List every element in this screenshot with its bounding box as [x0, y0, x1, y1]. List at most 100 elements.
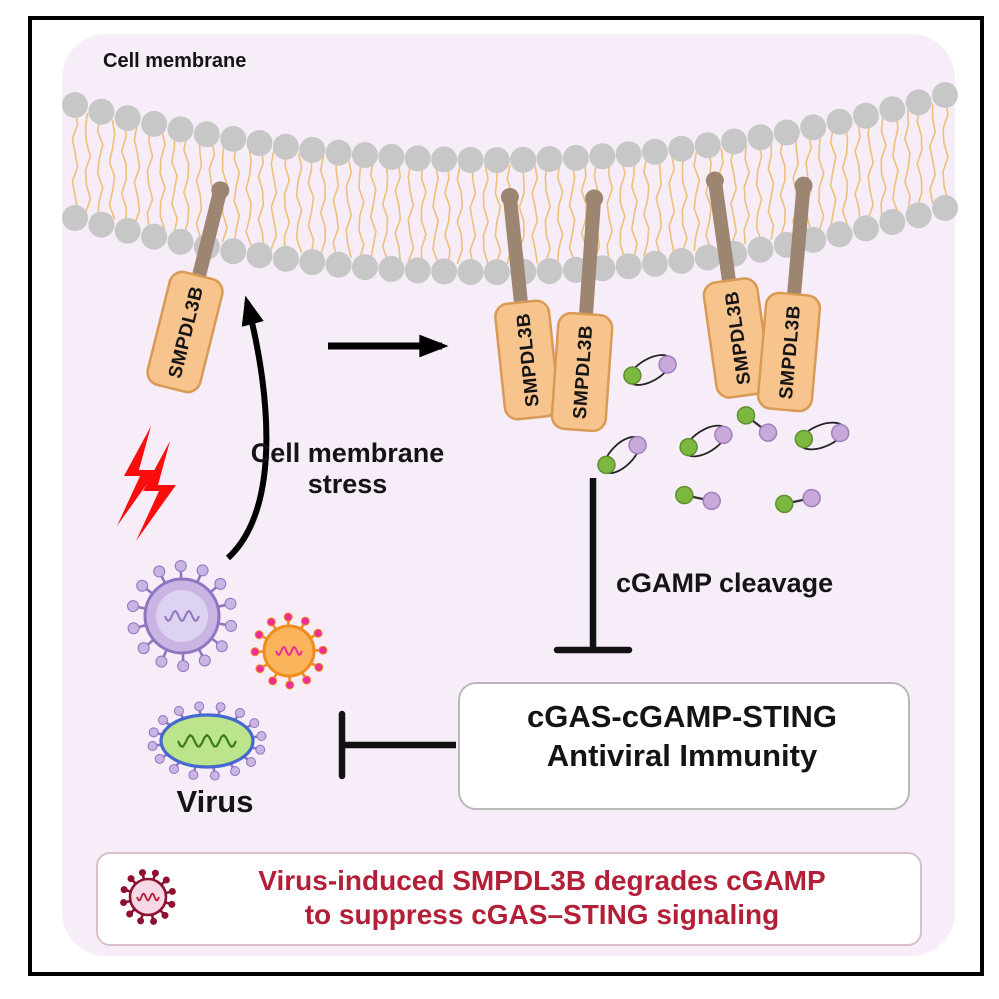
lipid-head: [483, 259, 510, 286]
lightning-bolt: [136, 441, 176, 541]
lipid-tail: [108, 119, 116, 220]
lipid-tail: [407, 162, 415, 263]
cgamp-cleavage-label: cGAMP cleavage: [616, 568, 834, 598]
cgamp-green-dot: [597, 455, 616, 475]
virus-spike-tip: [153, 565, 166, 578]
lipid-tail: [295, 153, 303, 253]
lipid-tail: [867, 119, 875, 220]
virus-spike-tip: [256, 731, 267, 742]
lipid-head: [88, 98, 115, 125]
lipid-head: [457, 259, 484, 285]
lipid-head: [589, 143, 616, 170]
caption-virus-icon: [120, 869, 176, 925]
cgamp-purple-dot: [658, 355, 677, 374]
cgamp-purple-dot: [758, 423, 778, 442]
virus-genome: [177, 733, 237, 748]
lipid-tail: [642, 157, 650, 257]
lipid-head: [932, 82, 958, 108]
virus-spike-tip: [127, 622, 140, 635]
lipid-tail: [432, 163, 440, 264]
virus-spike-tip: [194, 701, 205, 712]
virus-spike-tip: [168, 887, 176, 895]
lipid-head: [905, 89, 932, 116]
lipid-head: [694, 132, 721, 159]
virus-spike-tip: [234, 707, 245, 718]
cgamp-molecule: [736, 406, 778, 442]
lipid-tail: [892, 113, 899, 214]
lipid-tail: [880, 116, 887, 217]
lipid-head: [932, 195, 958, 221]
virus-spike-tip: [302, 675, 312, 685]
lipid-tail: [916, 106, 923, 208]
protein-anchor-stem: [786, 179, 811, 303]
virus-spike-tip: [266, 617, 276, 627]
virus-spike-tip: [147, 740, 158, 751]
virus-spike-tip: [188, 769, 199, 780]
protein-anchor-knob: [585, 189, 604, 208]
lipid-tail: [818, 130, 825, 231]
lipid-head: [668, 135, 695, 162]
protein-body: [494, 299, 560, 421]
virus-spike-tip: [138, 869, 146, 877]
caption-line1: Virus-induced SMPDL3B degrades cGAMP: [258, 865, 826, 896]
protein-anchor-knob: [794, 176, 813, 195]
lipid-tail: [619, 159, 626, 260]
lipid-tail: [531, 164, 539, 264]
lipid-head: [562, 144, 589, 171]
cgamp-molecule: [623, 354, 677, 386]
virus-spike-tip: [155, 655, 168, 668]
cgamp-molecule: [597, 435, 647, 475]
pathway-box: [458, 682, 910, 810]
virus-spike-tip: [215, 702, 226, 713]
lipid-tail: [159, 130, 166, 231]
pathway-line1: cGAS-cGAMP-STING: [526, 699, 838, 734]
protein-anchor-knob: [705, 171, 724, 190]
lipid-head: [642, 250, 668, 277]
lipid-tail: [668, 154, 676, 255]
cell-membrane-label: Cell membrane: [103, 50, 247, 72]
smpdl3b-proteins: SMPDL3B SMPDL3B SMPDL3B SMPDL3B: [146, 171, 822, 433]
smpdl3b-protein: SMPDL3B: [494, 187, 560, 421]
lipid-head: [721, 128, 748, 155]
lipid-head: [299, 136, 326, 163]
lipid-head: [852, 102, 879, 129]
virus-spike-tip: [150, 917, 158, 925]
cgamp-purple-dot: [714, 425, 733, 445]
cgamp-cleavage-inhibition-bar: [553, 478, 633, 654]
virus-spike-tip: [255, 664, 265, 674]
lipid-head: [325, 251, 352, 278]
cgamp-molecule: [775, 488, 821, 514]
lipid-tail: [705, 150, 712, 250]
virus-inhibition-bar: [338, 710, 456, 780]
virus-spike-tip: [214, 577, 227, 590]
lipid-tail: [494, 165, 502, 265]
lipid-tail: [420, 163, 427, 263]
lipid-tail: [841, 125, 849, 226]
lipid-head: [193, 121, 220, 148]
cgamp-purple-dot: [802, 488, 821, 508]
lipid-head: [431, 146, 458, 173]
lightning-bolt: [117, 426, 157, 526]
lipid-head: [352, 254, 378, 281]
virus-spike-tip: [249, 718, 260, 729]
virus-spike-tip: [285, 680, 295, 690]
lipid-tail: [270, 149, 278, 250]
lipid-tail: [345, 158, 353, 258]
stress-label: Cell membrane stress: [225, 438, 470, 500]
lipid-head: [905, 202, 932, 229]
lipid-tail: [456, 164, 464, 265]
lipid-head: [272, 245, 299, 272]
protein-anchor-knob: [211, 181, 230, 200]
virus-cluster: [126, 560, 328, 781]
virus-spike-tip: [215, 640, 228, 653]
lipid-head: [114, 217, 141, 244]
lipid-tail: [556, 163, 564, 263]
virus-body: [128, 877, 168, 917]
virus-spike-tip: [224, 597, 237, 610]
cgamp-purple-dot: [628, 435, 647, 455]
virus-spike-tip: [148, 727, 159, 738]
protein-anchor-stem: [708, 174, 737, 289]
lipid-head: [299, 249, 326, 276]
virus-spike-tip: [161, 911, 169, 919]
virus-spike-tip: [268, 676, 278, 686]
